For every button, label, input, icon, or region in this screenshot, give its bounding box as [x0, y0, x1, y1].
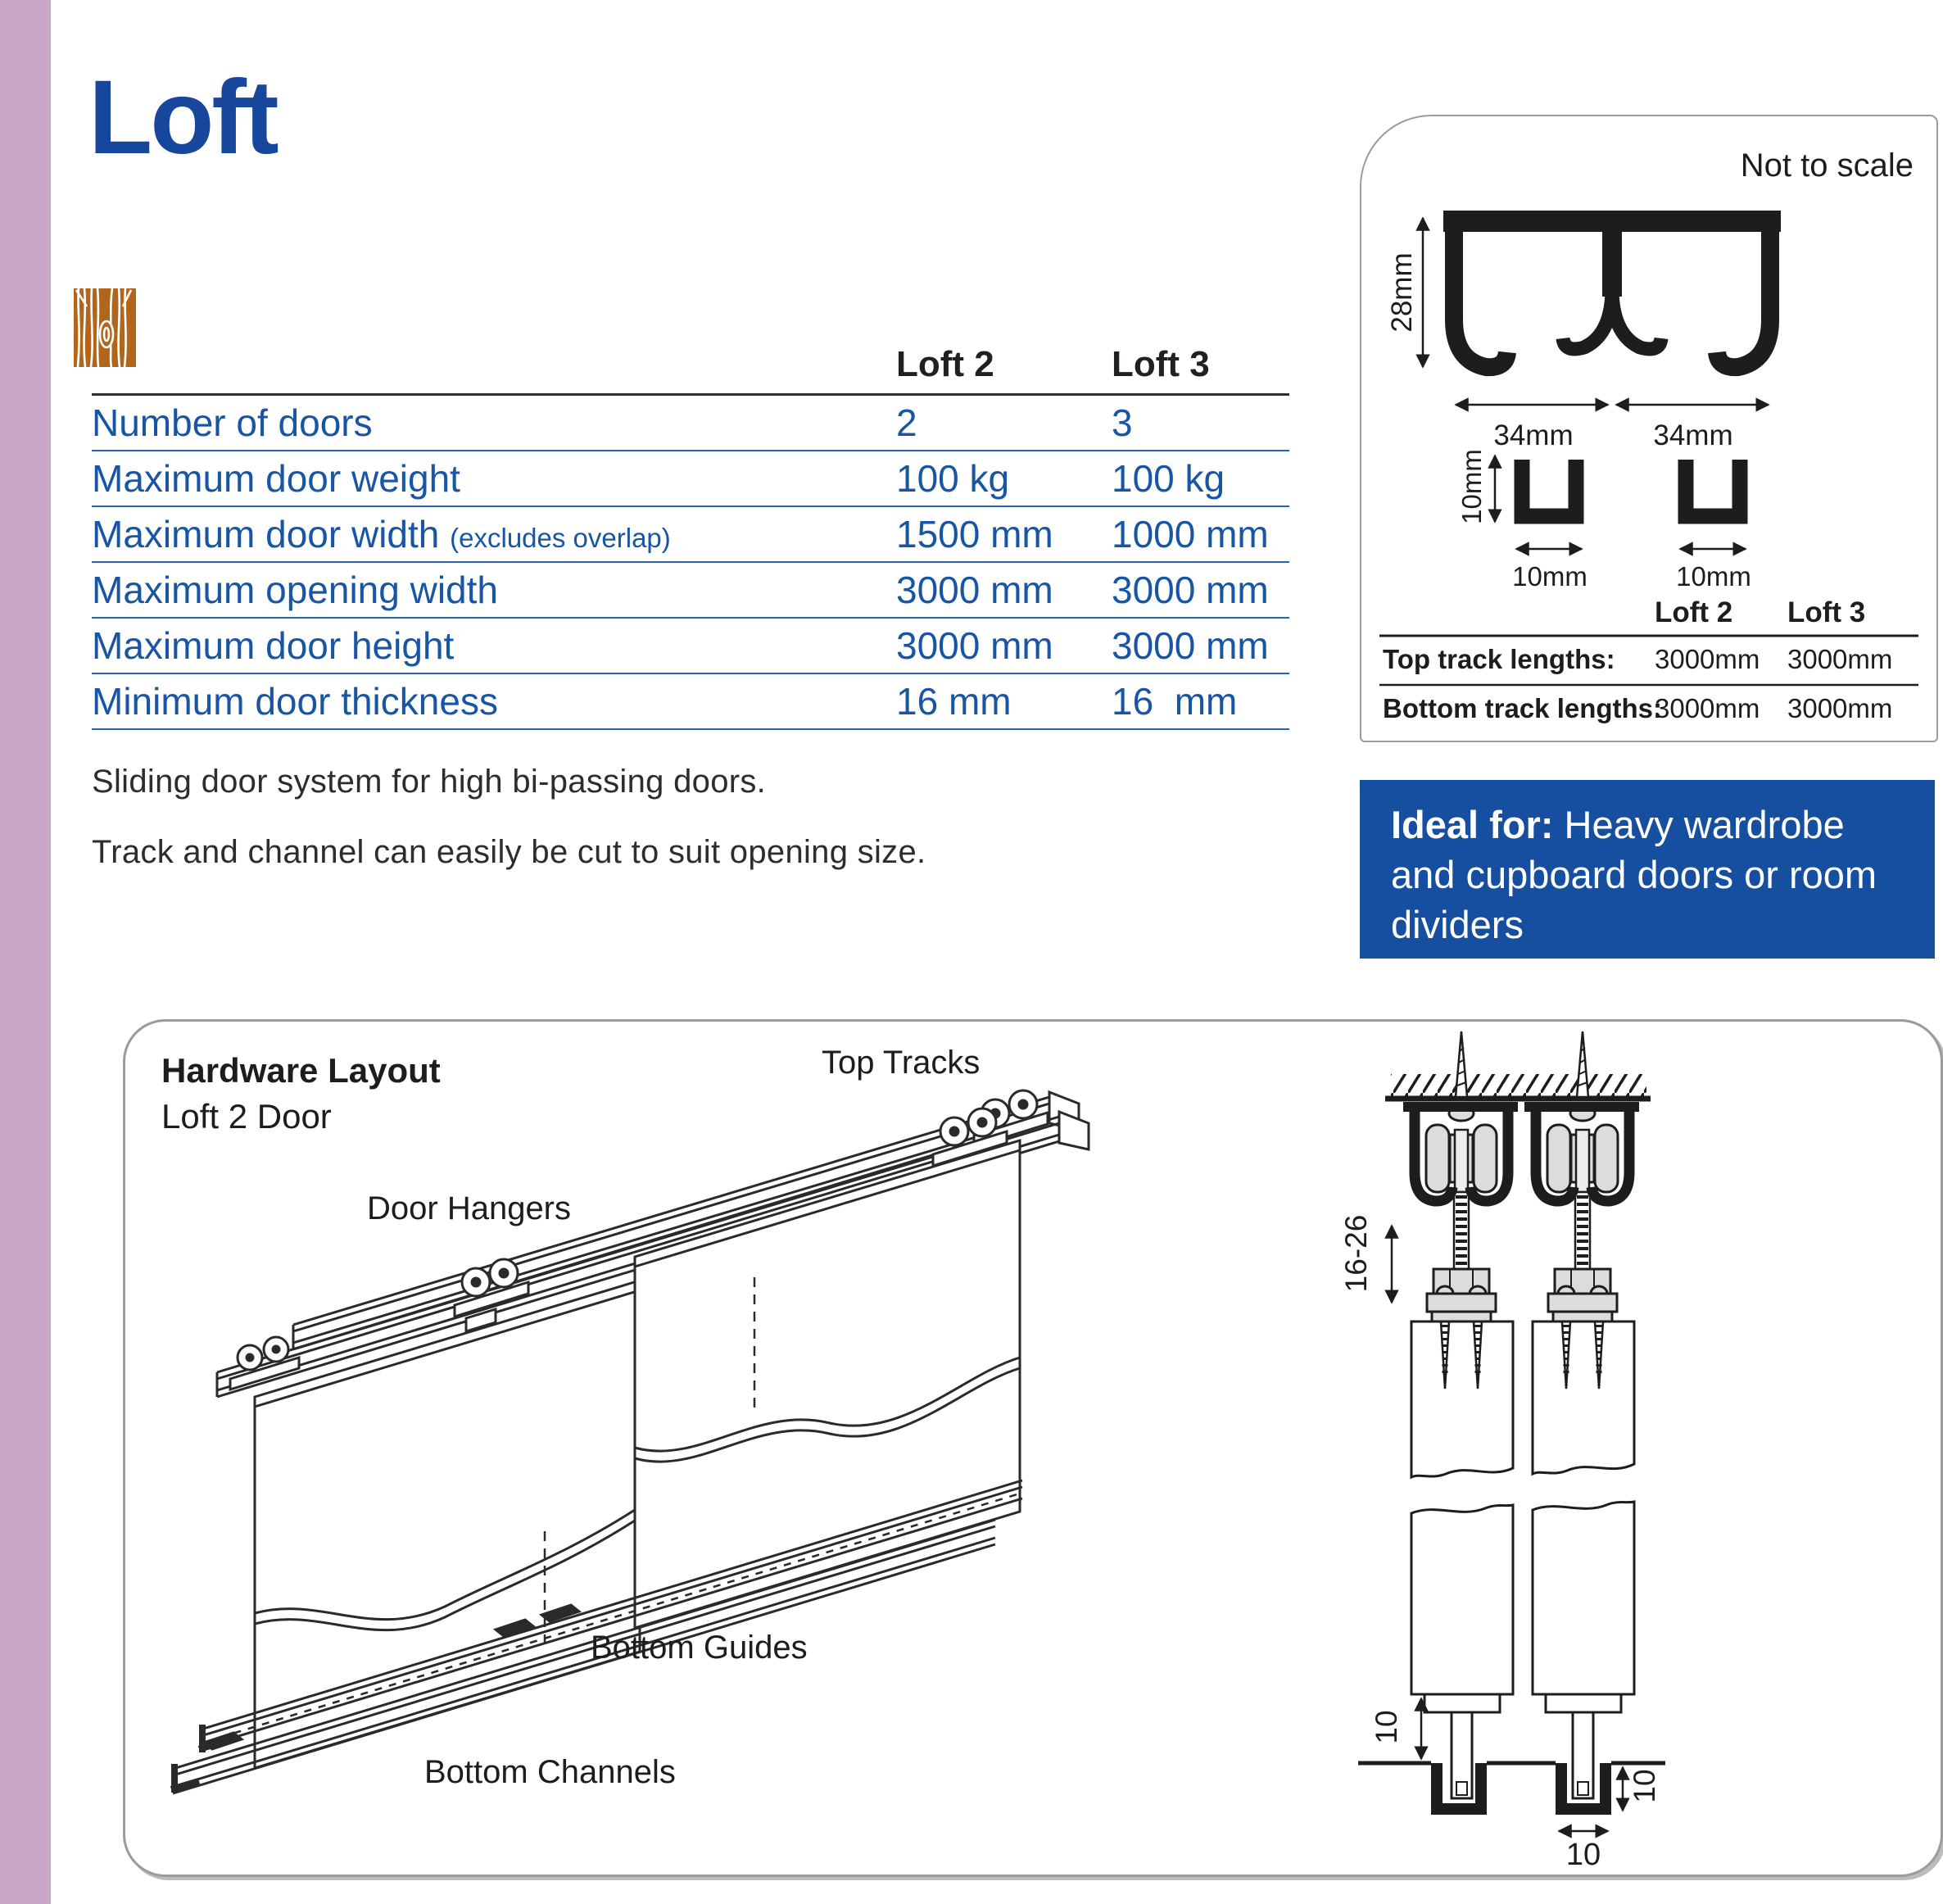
intro-line-1: Sliding door system for high bi-passing …	[92, 764, 767, 800]
dim-34mm-right: 34mm	[1653, 419, 1733, 451]
spec-label: Number of doors	[92, 401, 373, 444]
table-row: Number of doors 2 3	[92, 394, 1289, 451]
track-table-row-label: Top track lengths:	[1383, 644, 1615, 674]
dim-channel-width-10: 10	[1565, 1838, 1601, 1872]
label-door-hangers: Door Hangers	[367, 1190, 572, 1226]
spec-value-loft2: 2	[896, 394, 1112, 451]
intro-line-2: Track and channel can easily be cut to s…	[92, 834, 926, 870]
spec-header-loft2: Loft 2	[896, 344, 1112, 396]
spec-header-loft3: Loft 3	[1112, 344, 1289, 396]
spec-label: Maximum door width	[92, 513, 451, 555]
track-table-header-loft2: Loft 2	[1655, 596, 1733, 628]
spec-value-loft3: 3	[1112, 394, 1289, 451]
dim-34mm-left: 34mm	[1493, 419, 1574, 451]
spec-value-loft3: 3000 mm	[1112, 562, 1289, 619]
table-row: Minimum door thickness 16 mm 16 mm	[92, 673, 1289, 730]
label-bottom-guides: Bottom Guides	[591, 1630, 808, 1666]
spec-label-note: (excludes overlap)	[450, 523, 671, 553]
spec-label: Maximum opening width	[92, 569, 499, 611]
spec-value-loft3: 100 kg	[1112, 451, 1289, 507]
spec-label: Minimum door thickness	[92, 680, 498, 723]
table-row: Maximum door weight 100 kg 100 kg	[92, 451, 1289, 507]
spec-value-loft3: 1000 mm	[1112, 506, 1289, 563]
dim-10mm-left: 10mm	[1512, 561, 1587, 592]
track-table-value: 3000mm	[1787, 644, 1893, 674]
not-to-scale-note: Not to scale	[1740, 147, 1914, 184]
hardware-layout-title: Hardware Layout	[161, 1051, 441, 1090]
page-title: Loft	[88, 59, 279, 176]
dim-channel-depth-10: 10	[1628, 1769, 1661, 1803]
spec-value-loft3: 16 mm	[1112, 673, 1289, 730]
spec-label: Maximum door height	[92, 624, 455, 667]
track-table-value: 3000mm	[1655, 644, 1760, 674]
ideal-for-panel: Ideal for: Heavy wardrobe and cupboard d…	[1360, 780, 1935, 959]
table-row: Maximum door height 3000 mm 3000 mm	[92, 618, 1289, 674]
spec-value-loft2: 100 kg	[896, 451, 1112, 507]
spec-header-row: Loft 2 Loft 3	[92, 344, 1289, 396]
spec-value-loft3: 3000 mm	[1112, 618, 1289, 674]
wood-grain-icon	[74, 288, 136, 367]
spec-header-empty	[92, 344, 896, 396]
sidebar-accent-strip	[0, 0, 51, 1904]
ideal-for-lead: Ideal for:	[1391, 803, 1554, 846]
table-row: Maximum door width (excludes overlap) 15…	[92, 506, 1289, 563]
track-profile-drawing	[1379, 211, 1918, 687]
spec-value-loft2: 3000 mm	[896, 562, 1112, 619]
table-row: Maximum opening width 3000 mm 3000 mm	[92, 562, 1289, 619]
dim-28mm: 28mm	[1386, 252, 1418, 333]
hardware-layout-subtitle: Loft 2 Door	[161, 1097, 332, 1136]
spec-value-loft2: 3000 mm	[896, 618, 1112, 674]
spec-value-loft2: 1500 mm	[896, 506, 1112, 563]
track-profile-panel: Not to scale 28mm 34mm 34mm 10mm 10mm 10…	[1360, 115, 1938, 742]
spec-value-loft2: 16 mm	[896, 673, 1112, 730]
label-bottom-channels: Bottom Channels	[424, 1754, 676, 1790]
track-table-header-loft3: Loft 3	[1787, 596, 1866, 628]
spec-table: Loft 2 Loft 3 Number of doors 2 3 Maximu…	[92, 344, 1289, 730]
hardware-layout-drawing	[170, 1031, 1665, 1838]
dim-hanger-16-26: 16-26	[1339, 1214, 1373, 1293]
hardware-layout-panel: Hardware Layout Loft 2 Door Top Tracks D…	[123, 1019, 1943, 1877]
track-table-value: 3000mm	[1787, 693, 1893, 723]
dim-10mm-right: 10mm	[1676, 561, 1751, 592]
ideal-for-text: Heavy wardrobe and cupboard doors or roo…	[1391, 803, 1877, 947]
track-table-value: 3000mm	[1655, 693, 1760, 723]
dim-10mm-height: 10mm	[1456, 449, 1487, 524]
track-table-row-label: Bottom track lengths:	[1383, 693, 1663, 723]
spec-label: Maximum door weight	[92, 457, 460, 500]
dim-floor-gap-10: 10	[1370, 1710, 1403, 1744]
label-top-tracks: Top Tracks	[822, 1045, 981, 1081]
